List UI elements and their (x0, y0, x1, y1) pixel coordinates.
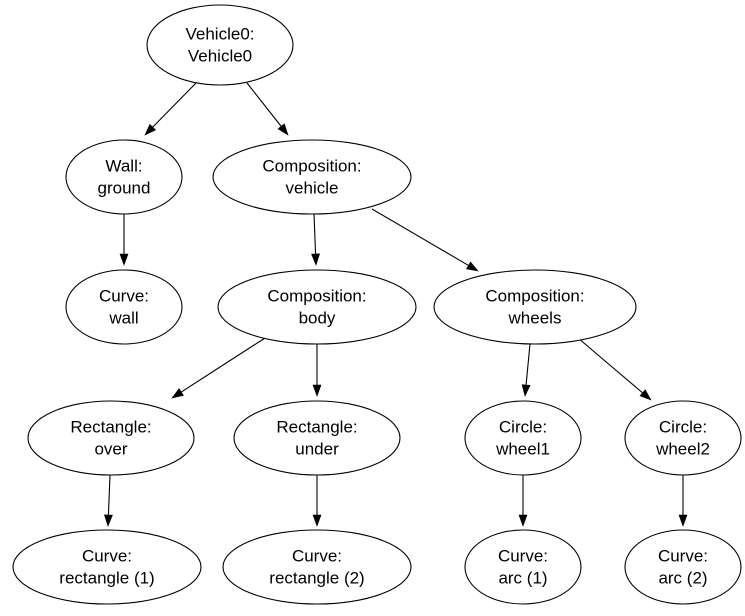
node-label-line1: Curve: (498, 546, 548, 565)
node-label-line2: wheels (508, 308, 562, 327)
node-label-line1: Curve: (99, 286, 149, 305)
node-label-line1: Curve: (658, 546, 708, 565)
graph-edge (119, 214, 129, 266)
edge-arrowhead (119, 253, 129, 266)
node-label-line2: rectangle (1) (59, 568, 154, 587)
node-label-line2: vehicle (286, 178, 339, 197)
edge-line (371, 208, 469, 266)
node-label-line2: arc (2) (658, 568, 707, 587)
graph-edge (678, 475, 688, 527)
node-label-line2: Vehicle0 (188, 46, 252, 65)
edge-arrowhead (518, 514, 528, 527)
node-ellipse (27, 400, 195, 476)
graph-node-circle_wheel2[interactable]: Circle: wheel2 (624, 400, 742, 476)
node-label-line1: Composition: (267, 286, 366, 305)
node-label-line1: Circle: (659, 417, 707, 436)
graph-edge (312, 475, 322, 527)
node-label-line1: Rectangle: (70, 417, 151, 436)
edge-arrowhead (311, 253, 320, 266)
graph-node-curve_rectangle_1[interactable]: Curve: rectangle (1) (12, 529, 202, 605)
graph-edge (144, 82, 197, 136)
edge-arrowhead (521, 384, 531, 397)
nodes-layer: Vehicle0:Vehicle0Wall:groundComposition:… (12, 4, 742, 605)
graph-node-circle_wheel1[interactable]: Circle: wheel1 (464, 400, 582, 476)
edge-line (152, 82, 197, 128)
edge-arrowhead (678, 514, 688, 527)
edge-line (180, 337, 266, 393)
node-label-line1: Wall: (105, 156, 142, 175)
graph-edge (104, 474, 113, 527)
node-ellipse (464, 529, 582, 605)
edges-layer (104, 82, 688, 527)
node-label-line1: Curve: (292, 546, 342, 565)
graph-edge (171, 337, 266, 399)
graph-edge (311, 213, 320, 266)
node-label-line2: rectangle (2) (269, 568, 364, 587)
edge-arrowhead (144, 123, 157, 136)
node-ellipse (433, 269, 637, 345)
graph-node-vehicle0[interactable]: Vehicle0: Vehicle0 (146, 4, 294, 86)
graph-edge (371, 208, 479, 272)
graph-node-curve_rectangle_2[interactable]: Curve: rectangle (2) (222, 529, 412, 605)
node-ellipse (212, 139, 412, 215)
graph-edge (246, 82, 289, 136)
node-label-line2: under (295, 439, 339, 458)
node-ellipse (12, 529, 202, 605)
node-ellipse (65, 269, 183, 345)
node-label-line1: Curve: (82, 546, 132, 565)
node-label-line1: Circle: (499, 417, 547, 436)
node-ellipse (65, 139, 183, 215)
graph-node-curve_wall[interactable]: Curve: wall (65, 269, 183, 345)
edge-line (525, 343, 531, 386)
graph-node-composition_wheels[interactable]: Composition: wheels (433, 269, 637, 345)
edge-line (577, 337, 643, 394)
node-label-line2: wheel2 (655, 439, 710, 458)
graph-node-curve_arc_2[interactable]: Curve: arc (2) (624, 529, 742, 605)
edge-arrowhead (312, 514, 322, 527)
node-label-line2: ground (98, 178, 151, 197)
node-ellipse (624, 400, 742, 476)
node-ellipse (146, 4, 294, 86)
node-label-line1: Composition: (262, 156, 361, 175)
node-ellipse (233, 400, 401, 476)
node-ellipse (217, 269, 417, 345)
edge-line (313, 213, 317, 255)
graph-edge (312, 344, 322, 397)
edge-arrowhead (312, 384, 322, 397)
edge-arrowhead (466, 261, 479, 272)
node-label-line2: wall (108, 308, 138, 327)
edge-line (246, 82, 282, 127)
node-label-line2: body (299, 308, 336, 327)
node-label-line1: Composition: (485, 286, 584, 305)
graph-node-composition_vehicle[interactable]: Composition: vehicle (212, 139, 412, 215)
edge-arrowhead (639, 389, 652, 401)
graph-edge (518, 475, 528, 527)
graph-node-rectangle_over[interactable]: Rectangle: over (27, 400, 195, 476)
graph-edge (521, 343, 531, 397)
graph-node-rectangle_under[interactable]: Rectangle: under (233, 400, 401, 476)
node-label-line2: over (94, 439, 127, 458)
edge-arrowhead (277, 123, 289, 136)
graph-node-curve_arc_1[interactable]: Curve: arc (1) (464, 529, 582, 605)
node-ellipse (624, 529, 742, 605)
node-label-line1: Vehicle0: (186, 24, 255, 43)
graph-node-wall_ground[interactable]: Wall: ground (65, 139, 183, 215)
graph-edge (577, 337, 652, 401)
edge-line (107, 474, 111, 516)
node-ellipse (222, 529, 412, 605)
node-ellipse (464, 400, 582, 476)
node-label-line1: Rectangle: (276, 417, 357, 436)
edge-arrowhead (171, 388, 184, 399)
edge-arrowhead (104, 514, 113, 527)
node-label-line2: arc (1) (498, 568, 547, 587)
node-label-line2: wheel1 (495, 439, 550, 458)
graph-node-composition_body[interactable]: Composition: body (217, 269, 417, 345)
